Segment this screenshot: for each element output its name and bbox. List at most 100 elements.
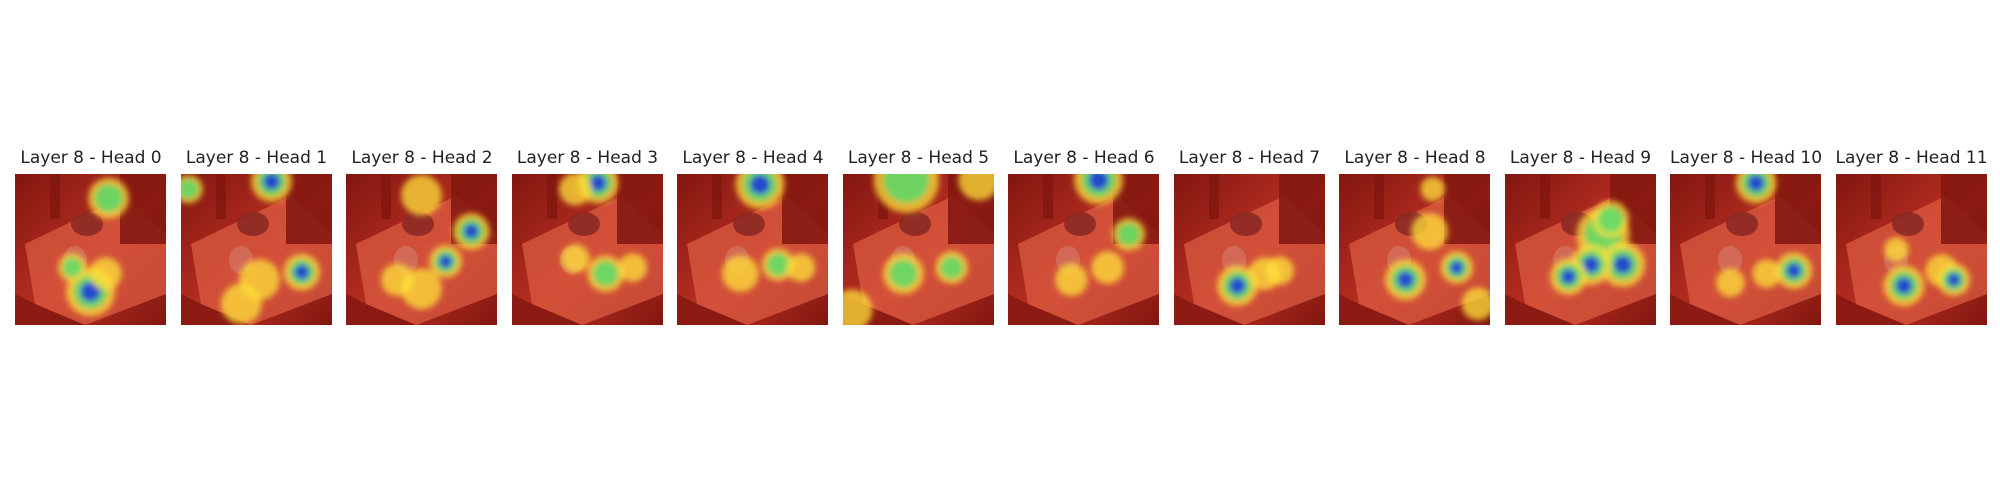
glass-shape	[1718, 246, 1742, 274]
attention-heatmap	[842, 174, 994, 325]
pole-shape	[50, 174, 60, 219]
attention-hotspot-peak	[1450, 260, 1464, 275]
panel-title: Layer 8 - Head 11	[1835, 148, 1988, 168]
attention-hotspot-peak	[1397, 271, 1414, 289]
attention-hotspot	[722, 255, 759, 293]
heat-overlay	[1173, 174, 1325, 325]
attention-hotspot-peak	[1895, 277, 1912, 295]
pot-shape	[1891, 212, 1924, 236]
attention-hotspot-peak	[1582, 256, 1599, 273]
robot-arm-shape	[782, 174, 828, 244]
robot-arm-shape	[120, 174, 166, 244]
attention-heatmap	[15, 174, 166, 325]
attention-hotspot	[842, 289, 872, 325]
attention-hotspot	[1883, 237, 1909, 262]
attention-hotspot	[1461, 287, 1490, 321]
pole-shape	[1374, 174, 1384, 219]
attention-hotspot-core	[180, 179, 199, 200]
pole-shape	[712, 174, 722, 219]
counter-front	[1173, 294, 1244, 325]
attention-hotspot-peak	[1228, 277, 1246, 295]
pole-shape	[215, 174, 226, 219]
attention-hotspot-core	[62, 257, 83, 278]
pot-shape	[567, 212, 600, 236]
attention-hotspot	[1420, 176, 1445, 202]
pole-shape	[546, 174, 557, 219]
robot-arm-shape	[1940, 174, 1987, 244]
attention-hotspot	[1264, 256, 1294, 285]
attention-heatmap	[1504, 174, 1656, 325]
attention-hotspot-core	[592, 260, 619, 287]
attention-heatmap	[1670, 174, 1821, 325]
counter-front	[1835, 294, 1906, 325]
panel-title: Layer 8 - Head 0	[20, 148, 162, 168]
pole-shape	[381, 174, 391, 219]
attention-hotspot-peak	[80, 281, 101, 302]
attention-hotspot-peak	[293, 264, 309, 280]
attention-hotspot	[1091, 251, 1124, 284]
attention-hotspot	[786, 253, 816, 282]
attention-hotspot-peak	[1747, 174, 1765, 192]
panel-title: Layer 8 - Head 9	[1509, 148, 1652, 168]
attention-hotspot	[220, 283, 262, 325]
attention-hotspot-core	[939, 256, 963, 280]
attention-hotspot-core	[882, 174, 929, 203]
pot-shape	[236, 212, 269, 236]
panel-title: Layer 8 - Head 7	[1178, 148, 1321, 168]
robot-arm-shape	[285, 174, 332, 244]
pole-shape	[1043, 174, 1053, 219]
counter-front	[677, 294, 747, 325]
attention-heatmap	[1173, 174, 1325, 325]
attention-heatmap	[1835, 174, 1987, 325]
attention-hotspot	[401, 174, 442, 216]
attention-heatmap	[1008, 174, 1159, 325]
panel-title: Layer 8 - Head 4	[682, 148, 824, 168]
counter-front	[1339, 294, 1409, 325]
attention-heatmap	[346, 174, 497, 325]
counter-front	[346, 294, 416, 325]
attention-hotspot	[618, 253, 647, 282]
pole-shape	[1705, 174, 1715, 219]
pole-shape	[1539, 174, 1550, 219]
attention-hotspot-peak	[750, 174, 771, 195]
attention-hotspot	[1411, 213, 1448, 250]
panel-title: Layer 8 - Head 10	[1669, 148, 1823, 168]
pot-shape	[71, 212, 103, 236]
panel-title: Layer 8 - Head 2	[351, 148, 493, 168]
pot-shape	[898, 212, 931, 236]
attention-hotspot	[1752, 259, 1781, 288]
robot-arm-shape	[1775, 174, 1821, 244]
attention-hotspot-peak	[1560, 269, 1576, 285]
counter-front	[180, 294, 251, 325]
attention-hotspot	[560, 244, 590, 273]
attention-hotspot	[958, 174, 994, 201]
attention-hotspot-peak	[589, 174, 606, 192]
attention-hotspot-peak	[439, 254, 453, 269]
attention-hotspot-peak	[1613, 255, 1632, 274]
pole-shape	[1208, 174, 1219, 219]
attention-hotspot-core	[766, 253, 790, 277]
pot-shape	[402, 212, 434, 236]
robot-arm-shape	[1278, 174, 1325, 244]
attention-hotspot-core	[888, 259, 918, 289]
attention-hotspot-core	[94, 183, 123, 213]
panel-title: Layer 8 - Head 3	[516, 148, 659, 168]
counter-front	[1504, 294, 1575, 325]
panel-title: Layer 8 - Head 8	[1344, 148, 1486, 168]
counter-front	[511, 294, 582, 325]
attention-hotspot-peak	[463, 223, 479, 239]
counter-front	[15, 294, 85, 325]
attention-hotspot-peak	[1786, 263, 1802, 279]
attention-heatmap	[180, 174, 332, 325]
attention-hotspot-peak	[1946, 273, 1960, 287]
attention-hotspot-peak	[262, 174, 280, 190]
counter-front	[1008, 294, 1078, 325]
attention-hotspot-peak	[1088, 174, 1109, 191]
panel-title: Layer 8 - Head 6	[1013, 148, 1155, 168]
robot-arm-shape	[1444, 174, 1490, 244]
attention-hotspot	[1716, 268, 1745, 297]
attention-hotspot	[1055, 263, 1088, 297]
attention-hotspot	[558, 174, 592, 206]
attention-heatmap	[677, 174, 828, 325]
